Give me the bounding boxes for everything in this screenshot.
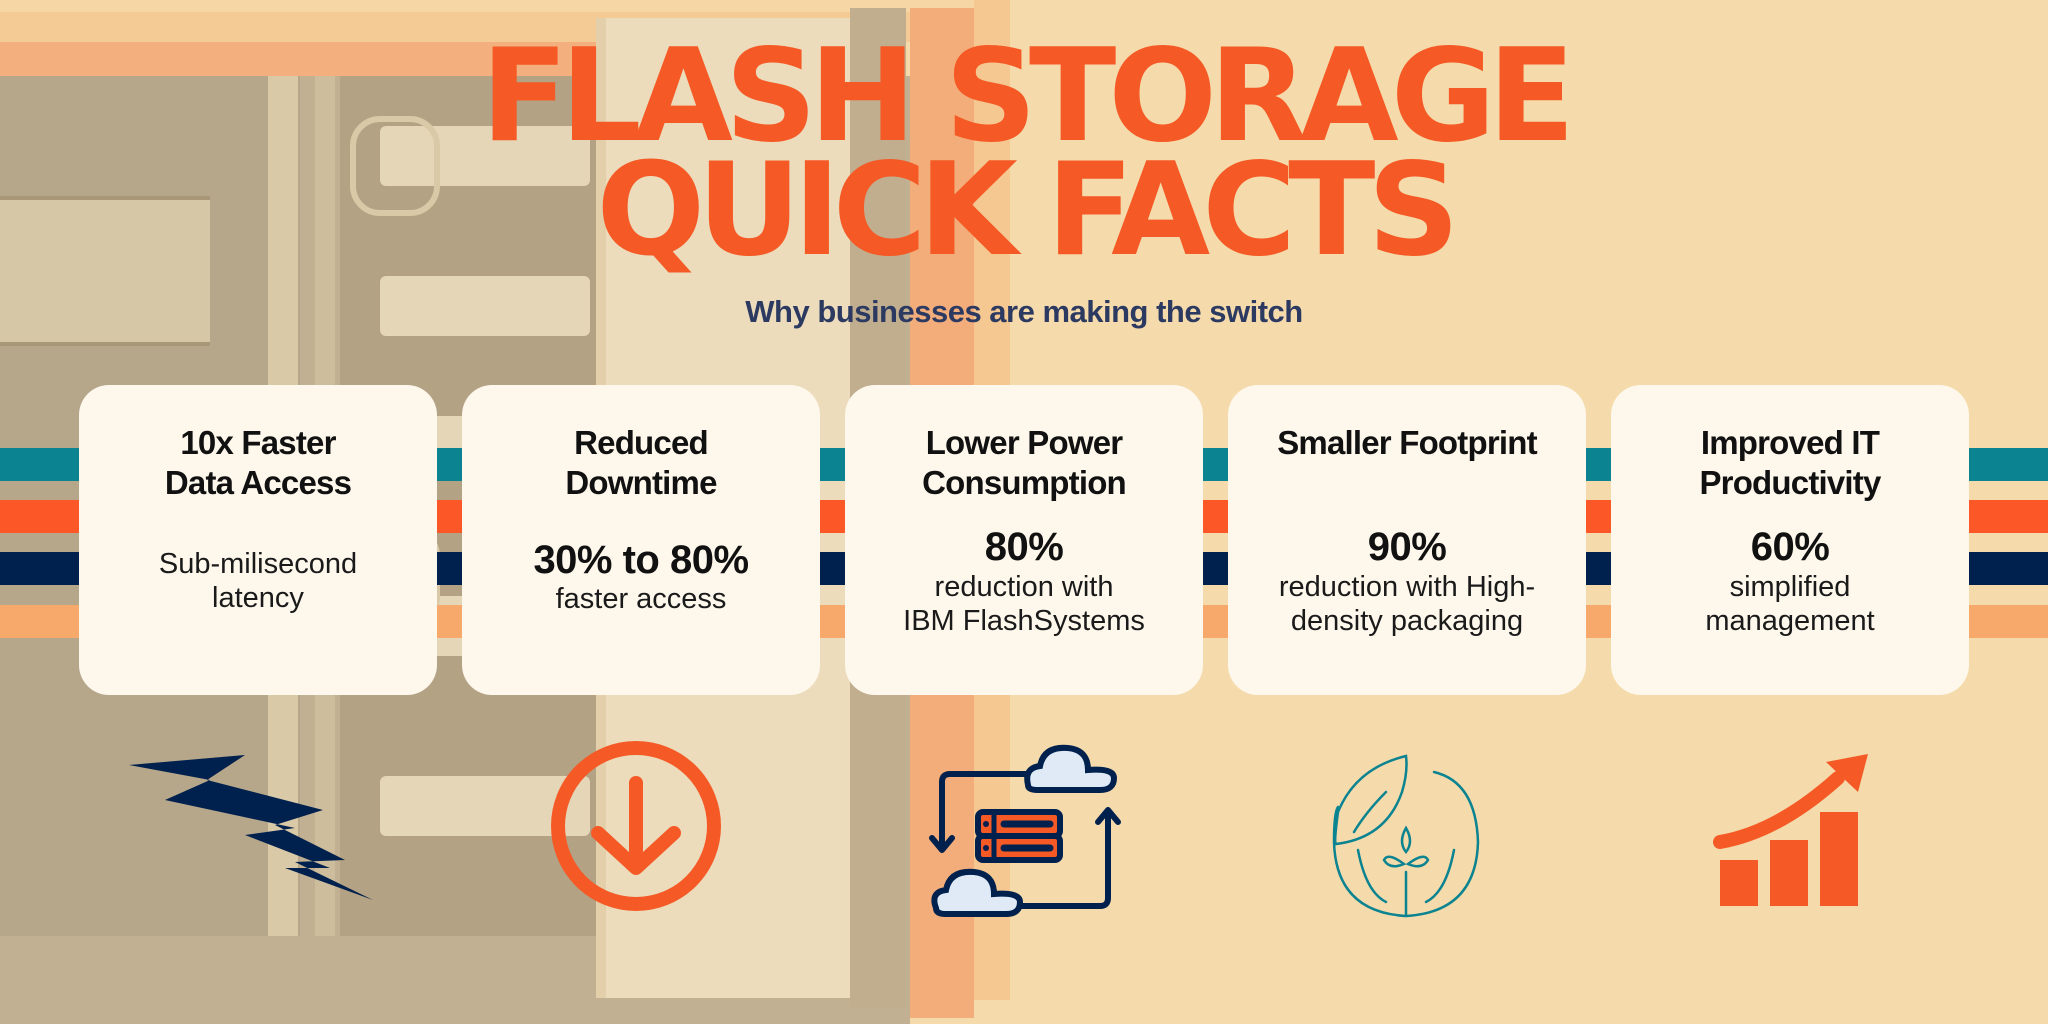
- card-description: simplified management: [1705, 571, 1875, 637]
- fact-card-reduced-downtime: Reduced Downtime 30% to 80% faster acces…: [462, 385, 820, 695]
- card-stat: 30% to 80%: [533, 538, 749, 582]
- subtitle: Why businesses are making the switch: [745, 294, 1303, 329]
- card-heading: 10x Faster Data Access: [164, 424, 352, 501]
- card-description: Sub-milisecond latency: [158, 548, 358, 614]
- card-stat: 80%: [984, 525, 1064, 569]
- arrow-down-circle-icon: [551, 741, 721, 911]
- card-heading: Reduced Downtime: [565, 424, 717, 501]
- fact-card-faster-access: 10x Faster Data Access Sub-milisecond la…: [79, 385, 437, 695]
- card-stat: 90%: [1367, 525, 1447, 569]
- title-line-1: FLASH STORAGE: [480, 22, 1575, 171]
- background-band: [0, 0, 1000, 12]
- card-heading: Improved IT Productivity: [1699, 424, 1881, 501]
- card-description: reduction with IBM FlashSystems: [903, 571, 1145, 637]
- cloud-server-sync-icon: [929, 744, 1121, 917]
- page-title: FLASH STORAGE QUICK FACTS: [0, 22, 2048, 285]
- card-heading: Lower Power Consumption: [922, 424, 1127, 501]
- growth-bar-chart-icon: [1713, 754, 1868, 906]
- fact-card-it-productivity: Improved IT Productivity 60% simplified …: [1611, 385, 1969, 695]
- fact-card-lower-power: Lower Power Consumption 80% reduction wi…: [845, 385, 1203, 695]
- card-heading: Smaller Footprint: [1277, 424, 1537, 461]
- lightning-bolt-icon: [129, 755, 373, 900]
- card-description: reduction with High- density packaging: [1278, 571, 1536, 637]
- card-stat: 60%: [1750, 525, 1830, 569]
- leaf-hands-plant-icon: [1332, 754, 1480, 918]
- fact-card-smaller-footprint: Smaller Footprint 90% reduction with Hig…: [1228, 385, 1586, 695]
- card-description: faster access: [555, 583, 727, 615]
- title-line-2: QUICK FACTS: [596, 136, 1459, 285]
